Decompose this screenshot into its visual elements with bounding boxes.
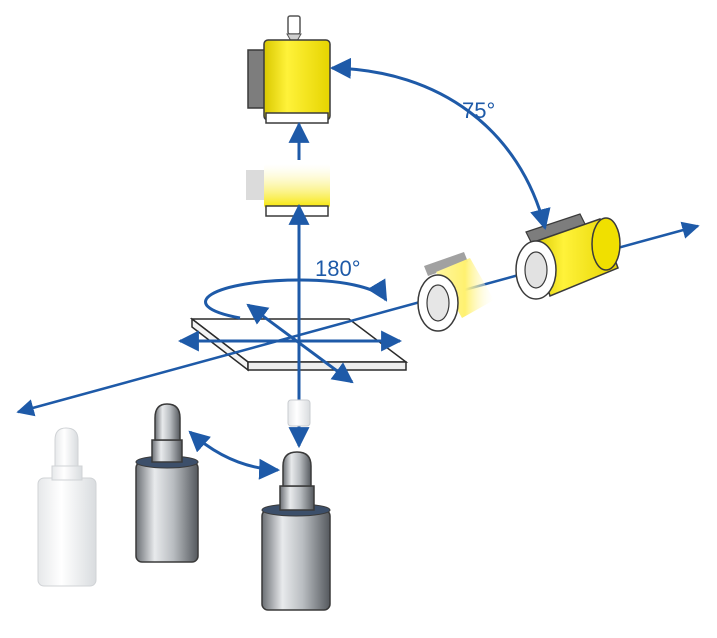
probe-middle (135, 403, 199, 563)
rotation-180-label: 180° (315, 256, 361, 281)
top-detector (247, 15, 331, 124)
probe-front (261, 451, 331, 611)
probe-ghost-left (37, 427, 97, 587)
rotation-180-arrow (204, 278, 388, 320)
top-detector-ghost (246, 164, 330, 217)
angle-75-label: 75° (462, 98, 495, 123)
angle-75-arrow (329, 57, 551, 231)
side-detector (515, 213, 621, 300)
probe-swap-arrow (188, 430, 281, 480)
side-detector-ghost (417, 252, 494, 332)
probe-ghost-small (287, 399, 311, 427)
